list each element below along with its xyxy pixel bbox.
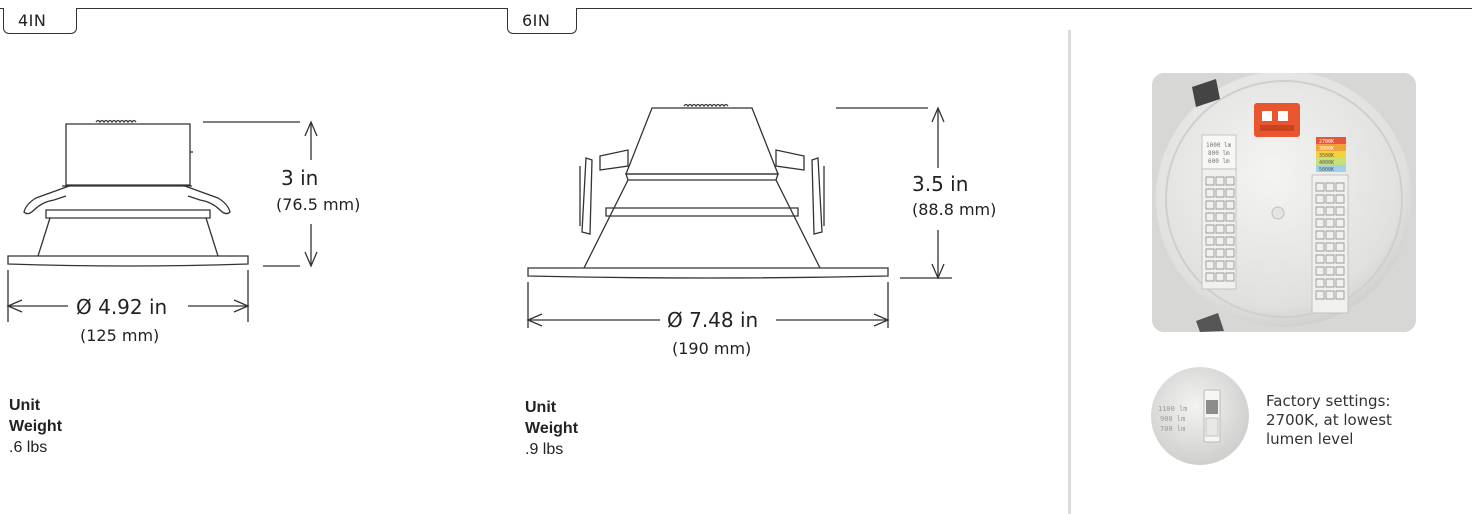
- cct-swatch: [1316, 137, 1346, 144]
- lumen-label-2: 800 lm: [1208, 150, 1230, 157]
- cct-label-5: 5000K: [1319, 167, 1334, 173]
- fixture-4in-diameter: Ø 4.92 in: [76, 295, 168, 319]
- cct-swatch: [1316, 151, 1346, 158]
- cct-label-2: 3000K: [1319, 146, 1334, 152]
- fixture-4in-height-mm: (76.5 mm): [276, 195, 361, 214]
- fixture-6in-diameter: Ø 7.48 in: [667, 308, 759, 332]
- fixture-6in-height: 3.5 in: [912, 172, 969, 196]
- cct-swatch: [1316, 144, 1346, 151]
- factory-line-1: Factory settings:: [1266, 392, 1391, 410]
- top-rule: [0, 8, 1472, 9]
- weight-label-line1: Unit: [525, 399, 557, 416]
- fixture-4in-drawing: [6, 119, 318, 322]
- tab-4in[interactable]: 4IN: [3, 8, 77, 34]
- driver-back-illustration: 1000 lm 800 lm 600 lm 2700K 3000K 3500K …: [1152, 73, 1416, 332]
- weight-value: .6 lbs: [9, 439, 48, 456]
- fixture-6in-weight: Unit Weight .9 lbs: [525, 397, 578, 460]
- switch-lumen-label-3: 700 lm: [1160, 425, 1185, 433]
- fixture-6in-drawing: [526, 103, 952, 328]
- fixture-4in-weight: Unit Weight .6 lbs: [9, 395, 62, 458]
- section-divider: [1068, 30, 1071, 514]
- cct-swatch: [1316, 158, 1346, 165]
- weight-label-line2: Weight: [9, 418, 63, 435]
- fixture-4in-diameter-mm: (125 mm): [80, 326, 160, 345]
- cct-swatch: [1316, 165, 1346, 172]
- weight-label-line1: Unit: [9, 397, 41, 414]
- switch-lumen-label-2: 900 lm: [1160, 415, 1185, 423]
- weight-label-line2: Weight: [525, 420, 579, 437]
- factory-settings-note: Factory settings: 2700K, at lowest lumen…: [1266, 392, 1392, 449]
- factory-line-2: 2700K, at lowest: [1266, 411, 1392, 429]
- tab-6in[interactable]: 6IN: [507, 8, 577, 34]
- weight-value: .9 lbs: [525, 441, 564, 458]
- switch-lumen-label-1: 1100 lm: [1158, 405, 1188, 413]
- fixture-4in-height: 3 in: [281, 166, 319, 190]
- driver-back-photo: 1000 lm 800 lm 600 lm 2700K 3000K 3500K …: [1152, 73, 1416, 332]
- cct-color-legend: 2700K 3000K 3500K 4000K 5000K: [1316, 137, 1346, 173]
- lumen-label-3: 600 lm: [1208, 158, 1230, 165]
- lumen-label-1: 1000 lm: [1206, 142, 1232, 149]
- factory-line-3: lumen level: [1266, 430, 1354, 448]
- lumen-switch-detail: 1100 lm 900 lm 700 lm: [1151, 367, 1249, 465]
- cct-label-4: 4000K: [1319, 160, 1334, 166]
- cct-label-3: 3500K: [1319, 153, 1334, 159]
- fixture-6in-height-mm: (88.8 mm): [912, 200, 997, 219]
- cct-label-1: 2700K: [1319, 139, 1334, 145]
- fixture-6in-diameter-mm: (190 mm): [672, 339, 752, 358]
